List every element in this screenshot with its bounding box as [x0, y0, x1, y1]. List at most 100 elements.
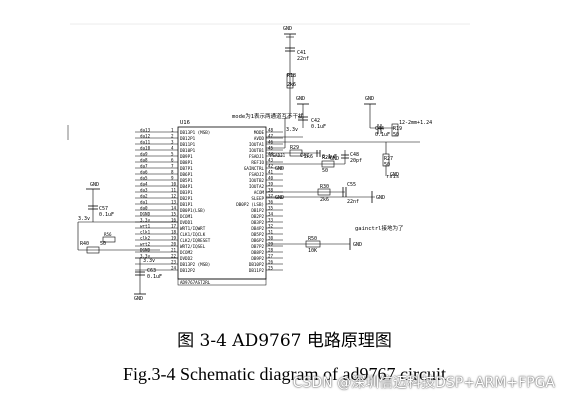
- pin-name: DB13P2 (MSB): [180, 262, 210, 267]
- output-network: GND C44 0.1uF R19 50 12-2mm+1.24 R29 2k6…: [266, 96, 432, 205]
- c57-ref: C57: [99, 206, 108, 212]
- pin-number: 25: [268, 265, 274, 270]
- pin-number: 14: [171, 205, 177, 210]
- r28-value: 50: [322, 168, 328, 174]
- gnd-label: GND: [330, 156, 339, 162]
- pin-name: DB0P2 (LSB): [236, 202, 264, 207]
- net-label: da10: [140, 145, 151, 150]
- gnd-label: GND: [283, 26, 292, 32]
- pin-name: FSADJ1: [249, 154, 265, 159]
- pin-number: 41: [268, 169, 274, 174]
- c42-value: 0.1uF: [311, 124, 326, 130]
- left-decoupling: GND C57 0.1uF 3.3v R40 50 R56: [67, 125, 178, 254]
- net-label: 3.3v: [140, 253, 151, 258]
- watermark: CSDN @深圳信迈科技DSP+ARM+FPGA: [292, 375, 555, 391]
- pin-number: 5: [171, 151, 174, 156]
- r19-ref: R19: [393, 126, 402, 132]
- pin-name: DB6P1: [180, 172, 193, 177]
- fsadj-label: FSADJ1: [270, 153, 286, 158]
- pin-number: 30: [268, 235, 274, 240]
- c55-ref: C55: [347, 182, 356, 188]
- net-label: da2: [140, 193, 148, 198]
- net-label: da4: [140, 181, 148, 186]
- gnd-label: GND: [275, 195, 284, 201]
- r30-ref: R30: [320, 184, 329, 190]
- chip-part-label: AD9767AST2RL: [180, 280, 211, 285]
- pin-name: IOUTB2: [249, 178, 265, 183]
- pin-number: 48: [268, 127, 274, 132]
- pin-name: GAINCTRL: [244, 166, 265, 171]
- pin-number: 10: [171, 181, 177, 186]
- net-label: DGND: [140, 211, 151, 216]
- chip-u16: U16 AD9767AST2RL DB13P1 (MSB)1da13DB12P1…: [135, 120, 283, 286]
- pin-name: MODE: [254, 130, 265, 135]
- net-label: wrt2: [140, 241, 151, 246]
- pin-number: 43: [268, 157, 274, 162]
- pin-name: DVDD1: [180, 220, 193, 225]
- pin-name: DB1P1: [180, 202, 193, 207]
- pin-number: 19: [171, 235, 177, 240]
- c55-value: 22nf: [347, 199, 359, 205]
- r50-ref: R50: [308, 236, 317, 242]
- pin-name: DB3P2: [251, 220, 264, 225]
- pin-number: 32: [268, 223, 274, 228]
- net-label: clk1: [140, 229, 151, 234]
- c48-value: 20pf: [350, 158, 362, 164]
- pin-name: DB12P1: [180, 136, 196, 141]
- r30-value: 2k6: [320, 197, 329, 203]
- pin-name: IOUTA1: [249, 142, 265, 147]
- pin-name: CLK2/IQRESET: [180, 238, 211, 243]
- pin-name: DB12P2: [180, 268, 196, 273]
- pin-number: 38: [268, 187, 274, 192]
- pin-name: DB11P2: [249, 268, 265, 273]
- pin-number: 35: [268, 205, 274, 210]
- pin-name: DB9P1: [180, 154, 193, 159]
- pin-name: DB11P1: [180, 142, 196, 147]
- pin-number: 36: [268, 199, 274, 204]
- r28-ref: R28: [322, 155, 331, 161]
- pin-name: DCOM1: [180, 214, 193, 219]
- pin-number: 22: [171, 253, 177, 258]
- pin-number: 44: [268, 151, 274, 156]
- r19-value: 50: [393, 132, 399, 138]
- chip-left-pins: DB13P1 (MSB)1da13DB12P12da12DB11P13da11D…: [135, 127, 211, 273]
- r40-value: 50: [100, 241, 106, 247]
- pin-number: 8: [171, 169, 174, 174]
- pin-number: 34: [268, 211, 274, 216]
- c42-decoupling: GND C42 0.1uF 3.3v: [266, 96, 326, 138]
- r27-ref: R27: [384, 156, 393, 162]
- gnd-label: GND: [90, 182, 99, 188]
- pin-number: 16: [171, 217, 177, 222]
- pin-name: DB10P2: [249, 262, 265, 267]
- pin-name: DB7P2: [251, 244, 264, 249]
- pin-name: ACOM: [254, 190, 265, 195]
- pin-name: DVDD2: [180, 256, 193, 261]
- pin-name: CLK1/IQCLK: [180, 232, 206, 237]
- pin-name: DB5P2: [251, 232, 264, 237]
- net-label: da6: [140, 169, 148, 174]
- gnd-label: GND: [390, 172, 399, 178]
- pin-number: 40: [268, 175, 274, 180]
- c41-ref: C41: [297, 50, 306, 56]
- pin-number: 2: [171, 133, 174, 138]
- c41-value: 22nf: [297, 56, 309, 62]
- pin-name: WRT2/IQSEL: [180, 244, 206, 249]
- pin-name: REFIO: [251, 160, 264, 165]
- c44-value: 0.1uF: [375, 132, 390, 138]
- net-label: wrt1: [140, 223, 151, 228]
- pin-number: 31: [268, 229, 274, 234]
- pin-number: 9: [171, 175, 174, 180]
- pin-number: 1: [171, 127, 174, 132]
- r50-branch: R50 10K GND: [266, 236, 362, 254]
- gnd-label: GND: [296, 96, 305, 102]
- pin-number: 26: [268, 259, 274, 264]
- pin-name: DB3P1: [180, 190, 193, 195]
- c63-ref: C63: [147, 268, 156, 274]
- pin-name: DB2P1: [180, 196, 193, 201]
- pin-name: DB4P1: [180, 184, 193, 189]
- pin-name: AVDD: [254, 136, 265, 141]
- pin-name: DB13P1 (MSB): [180, 130, 210, 135]
- pin-number: 28: [268, 247, 274, 252]
- chip-ref-label: U16: [180, 120, 190, 126]
- figure-caption-en: Fig.3-4 Schematic diagram of ad9767 circ…: [123, 364, 446, 384]
